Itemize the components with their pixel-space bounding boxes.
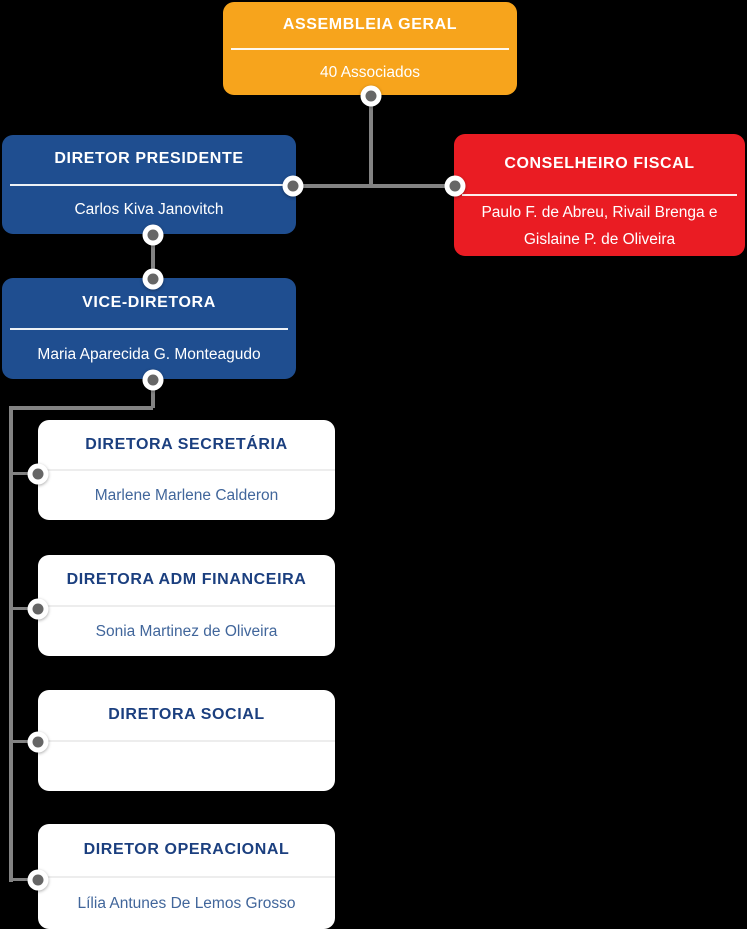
connector-dot-core	[147, 229, 159, 241]
node-title: DIRETOR PRESIDENTE	[54, 150, 244, 168]
connector-line	[293, 184, 455, 188]
connector-line	[9, 472, 39, 475]
connector-dot	[27, 598, 49, 620]
org-node-conselheiro-fiscal: CONSELHEIRO FISCAL Paulo F. de Abreu, Ri…	[454, 134, 745, 256]
connector-line	[369, 96, 373, 186]
node-title: DIRETOR OPERACIONAL	[83, 840, 290, 858]
connector-dot-core	[147, 273, 159, 285]
node-title: ASSEMBLEIA GERAL	[282, 15, 458, 33]
org-node-diretora-social: DIRETORA SOCIAL	[38, 690, 335, 791]
connector-line	[9, 878, 39, 881]
divider	[10, 183, 288, 186]
node-subtitle: Maria Aparecida G. Monteagudo	[37, 345, 261, 363]
connector-dot-core	[449, 180, 461, 192]
connector-dot	[27, 869, 49, 891]
connector-dot-core	[32, 603, 44, 615]
org-node-diretor-operacional: DIRETOR OPERACIONAL Lília Antunes De Lem…	[38, 824, 335, 929]
divider	[231, 47, 509, 50]
org-node-assembleia-geral: ASSEMBLEIA GERAL 40 Associados	[223, 2, 517, 95]
connector-dot-core	[287, 180, 299, 192]
connector-line	[151, 235, 155, 279]
divider	[38, 739, 335, 742]
node-subtitle: Carlos Kiva Janovitch	[74, 201, 224, 219]
connector-line	[9, 406, 13, 882]
connector-dot	[142, 224, 164, 246]
connector-line	[9, 406, 153, 410]
divider	[38, 875, 335, 878]
node-subtitle: Sonia Martinez de Oliveira	[95, 622, 278, 640]
connector-line	[9, 740, 39, 743]
connector-dot-core	[32, 736, 44, 748]
org-node-vice-diretora: VICE-DIRETORA Maria Aparecida G. Monteag…	[2, 278, 296, 379]
divider	[10, 327, 288, 330]
node-subtitle: Paulo F. de Abreu, Rivail Brenga e Gisla…	[481, 204, 718, 248]
org-node-diretor-presidente: DIRETOR PRESIDENTE Carlos Kiva Janovitch	[2, 135, 296, 234]
connector-dot	[27, 463, 49, 485]
org-node-diretora-secretaria: DIRETORA SECRETÁRIA Marlene Marlene Cald…	[38, 420, 335, 520]
connector-dot	[282, 175, 304, 197]
node-title: VICE-DIRETORA	[82, 293, 216, 311]
node-title: DIRETORA SECRETÁRIA	[85, 435, 288, 453]
divider	[38, 469, 335, 471]
connector-dot	[27, 731, 49, 753]
divider	[38, 604, 335, 607]
connector-dot	[360, 85, 382, 107]
connector-dot-core	[147, 374, 159, 386]
connector-dot	[444, 175, 466, 197]
connector-dot-core	[365, 90, 377, 102]
connector-line	[151, 380, 155, 408]
node-subtitle: Marlene Marlene Calderon	[94, 487, 279, 504]
connector-dot-core	[32, 468, 44, 480]
connector-line	[9, 607, 39, 610]
node-title: CONSELHEIRO FISCAL	[504, 155, 695, 172]
node-subtitle: Lília Antunes De Lemos Grosso	[77, 894, 296, 912]
node-subtitle: 40 Associados	[320, 63, 420, 81]
connector-dot-core	[32, 874, 44, 886]
node-title: DIRETORA SOCIAL	[108, 705, 265, 723]
divider	[462, 194, 737, 196]
node-title: DIRETORA ADM FINANCEIRA	[66, 570, 307, 588]
connector-dot	[142, 268, 164, 290]
connector-dot	[142, 369, 164, 391]
org-node-diretora-adm-financeira: DIRETORA ADM FINANCEIRA Sonia Martinez d…	[38, 555, 335, 656]
node-subtitle	[38, 742, 335, 792]
